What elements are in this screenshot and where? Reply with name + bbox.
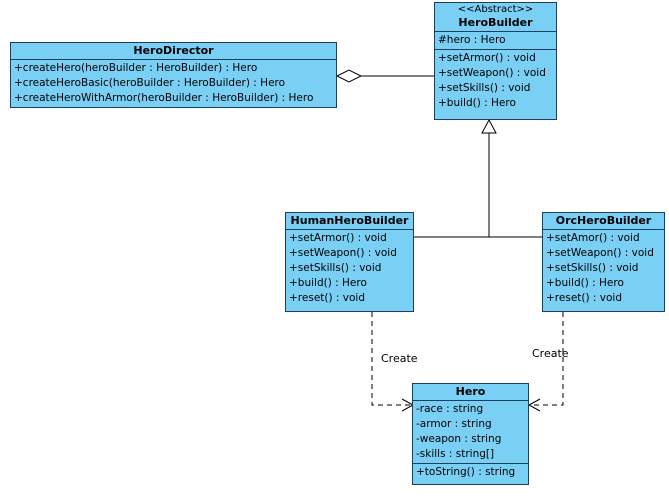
class-name: Hero	[455, 385, 486, 398]
operation: +setWeapon() : void	[289, 247, 397, 259]
operation: +build() : Hero	[289, 277, 367, 289]
operation: +setSkills() : void	[438, 82, 531, 94]
class-name: OrcHeroBuilder	[555, 214, 652, 227]
operation: +createHero(heroBuilder : HeroBuilder) :…	[14, 62, 258, 74]
aggregation-diamond	[335, 69, 363, 83]
create-label-human: Create	[381, 352, 418, 365]
dependency-line-orc	[530, 312, 564, 406]
dependency-arrowhead-orc	[527, 398, 541, 412]
attribute: #hero : Hero	[438, 34, 506, 46]
operation: +setWeapon() : void	[546, 247, 654, 259]
attributes-section: -race : string -armor : string -weapon :…	[413, 401, 528, 464]
class-header: OrcHeroBuilder	[543, 213, 664, 230]
class-name: HeroBuilder	[458, 16, 533, 29]
class-name: HumanHeroBuilder	[290, 214, 409, 227]
class-name: HeroDirector	[133, 44, 214, 57]
operation: +reset() : void	[546, 292, 623, 304]
operation: +createHeroBasic(heroBuilder : HeroBuild…	[14, 77, 286, 89]
class-header: Hero	[413, 384, 528, 401]
class-header: <<Abstract>> HeroBuilder	[435, 3, 556, 32]
operations-section: +setArmor() : void +setWeapon() : void +…	[286, 230, 413, 307]
operations-section: +setArmor() : void +setWeapon() : void +…	[435, 50, 556, 112]
attribute: -race : string	[416, 403, 484, 415]
dependency-line-human	[371, 312, 412, 406]
operation: +build() : Hero	[546, 277, 624, 289]
class-hero[interactable]: Hero -race : string -armor : string -wea…	[412, 383, 529, 485]
operations-section: +setAmor() : void +setWeapon() : void +s…	[543, 230, 664, 307]
operation: +setSkills() : void	[289, 262, 382, 274]
attribute: -armor : string	[416, 418, 492, 430]
generalization-arrowhead	[481, 118, 497, 134]
operation: +setArmor() : void	[289, 232, 387, 244]
attribute: -skills : string[]	[416, 448, 495, 460]
class-header: HumanHeroBuilder	[286, 213, 413, 230]
operation: +build() : Hero	[438, 97, 516, 109]
class-header: HeroDirector	[11, 43, 336, 60]
operation: +setArmor() : void	[438, 52, 536, 64]
class-orcherobuilder[interactable]: OrcHeroBuilder +setAmor() : void +setWea…	[542, 212, 665, 312]
attribute: -weapon : string	[416, 433, 502, 445]
operation: +toString() : string	[416, 466, 516, 478]
class-humanherobuilder[interactable]: HumanHeroBuilder +setArmor() : void +set…	[285, 212, 414, 312]
create-label-orc: Create	[532, 347, 569, 360]
operation: +createHeroWithArmor(heroBuilder : HeroB…	[14, 92, 314, 104]
operation: +setWeapon() : void	[438, 67, 546, 79]
operations-section: +toString() : string	[413, 464, 528, 481]
class-herodirector[interactable]: HeroDirector +createHero(heroBuilder : H…	[10, 42, 337, 108]
operation: +setAmor() : void	[546, 232, 640, 244]
operation: +setSkills() : void	[546, 262, 639, 274]
attributes-section: #hero : Hero	[435, 32, 556, 50]
operation: +reset() : void	[289, 292, 366, 304]
class-stereotype: <<Abstract>>	[457, 4, 534, 15]
class-herobuilder[interactable]: <<Abstract>> HeroBuilder #hero : Hero +s…	[434, 2, 557, 120]
operations-section: +createHero(heroBuilder : HeroBuilder) :…	[11, 60, 336, 107]
